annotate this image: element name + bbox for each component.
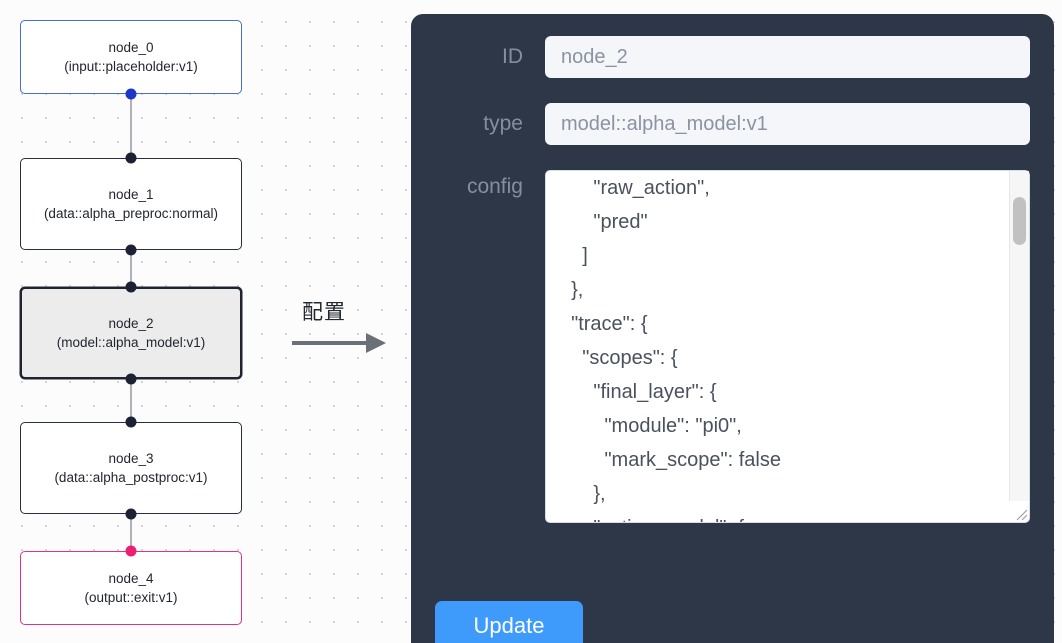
edge-node0-node1 — [130, 94, 133, 158]
edge-node3-node4 — [130, 514, 133, 551]
config-scrollbar-thumb[interactable] — [1013, 197, 1026, 245]
node-type: (input::placeholder:v1) — [64, 59, 198, 74]
node-label: node_2 — [108, 315, 154, 331]
id-input[interactable] — [545, 36, 1030, 78]
graph-node-node_0[interactable]: node_0 (input::placeholder:v1) — [20, 20, 242, 94]
node-handle-target-node_1[interactable] — [125, 152, 137, 164]
node-type: (data::alpha_preproc:normal) — [43, 206, 219, 221]
node-handle-source-node_2[interactable] — [125, 373, 137, 385]
flow-graph-canvas[interactable]: node_0 (input::placeholder:v1) node_1 (d… — [0, 0, 400, 643]
node-type: (output::exit:v1) — [84, 590, 178, 605]
annotation-label: 配置 — [302, 300, 346, 324]
node-type: (model::alpha_model:v1) — [56, 335, 206, 350]
node-type: (data::alpha_postproc:v1) — [54, 470, 208, 485]
id-label: ID — [502, 45, 523, 68]
config-label: config — [466, 175, 523, 198]
update-button[interactable]: Update — [435, 601, 583, 643]
edge-node2-node3 — [130, 379, 133, 422]
config-textarea[interactable]: "raw_action", "pred" ] }, "trace": { "sc… — [545, 170, 1030, 523]
node-handle-target-node_2[interactable] — [125, 281, 137, 293]
graph-node-node_3[interactable]: node_3 (data::alpha_postproc:v1) — [20, 422, 242, 514]
edge-node1-node2 — [130, 250, 133, 287]
type-input[interactable] — [545, 103, 1030, 145]
node-handle-source-node_3[interactable] — [125, 508, 137, 520]
node-handle-target-node_3[interactable] — [125, 416, 137, 428]
type-label: type — [483, 112, 523, 135]
config-scrollbar[interactable] — [1009, 171, 1029, 501]
node-handle-source-node_1[interactable] — [125, 244, 137, 256]
graph-node-node_2[interactable]: node_2 (model::alpha_model:v1) — [20, 287, 242, 379]
node-label: node_3 — [108, 450, 154, 466]
graph-node-node_1[interactable]: node_1 (data::alpha_preproc:normal) — [20, 158, 242, 250]
config-textarea-wrap: "raw_action", "pred" ] }, "trace": { "sc… — [545, 170, 1030, 523]
graph-node-node_4[interactable]: node_4 (output::exit:v1) — [20, 551, 242, 625]
resize-handle-icon[interactable] — [1014, 507, 1028, 521]
flow-annotation: 配置 — [290, 296, 400, 366]
node-config-panel: ID type config "raw_action", "pred" ] },… — [411, 14, 1054, 643]
field-row-config: config "raw_action", "pred" ] }, "trace"… — [435, 170, 1030, 523]
node-handle-source-node_0[interactable] — [125, 88, 137, 100]
node-label: node_0 — [108, 39, 154, 55]
right-arrow-icon — [292, 333, 386, 353]
field-row-id: ID — [435, 36, 1030, 78]
node-handle-target-node_4[interactable] — [125, 545, 137, 557]
field-row-type: type — [435, 103, 1030, 145]
node-label: node_1 — [108, 186, 154, 202]
node-label: node_4 — [108, 570, 154, 586]
